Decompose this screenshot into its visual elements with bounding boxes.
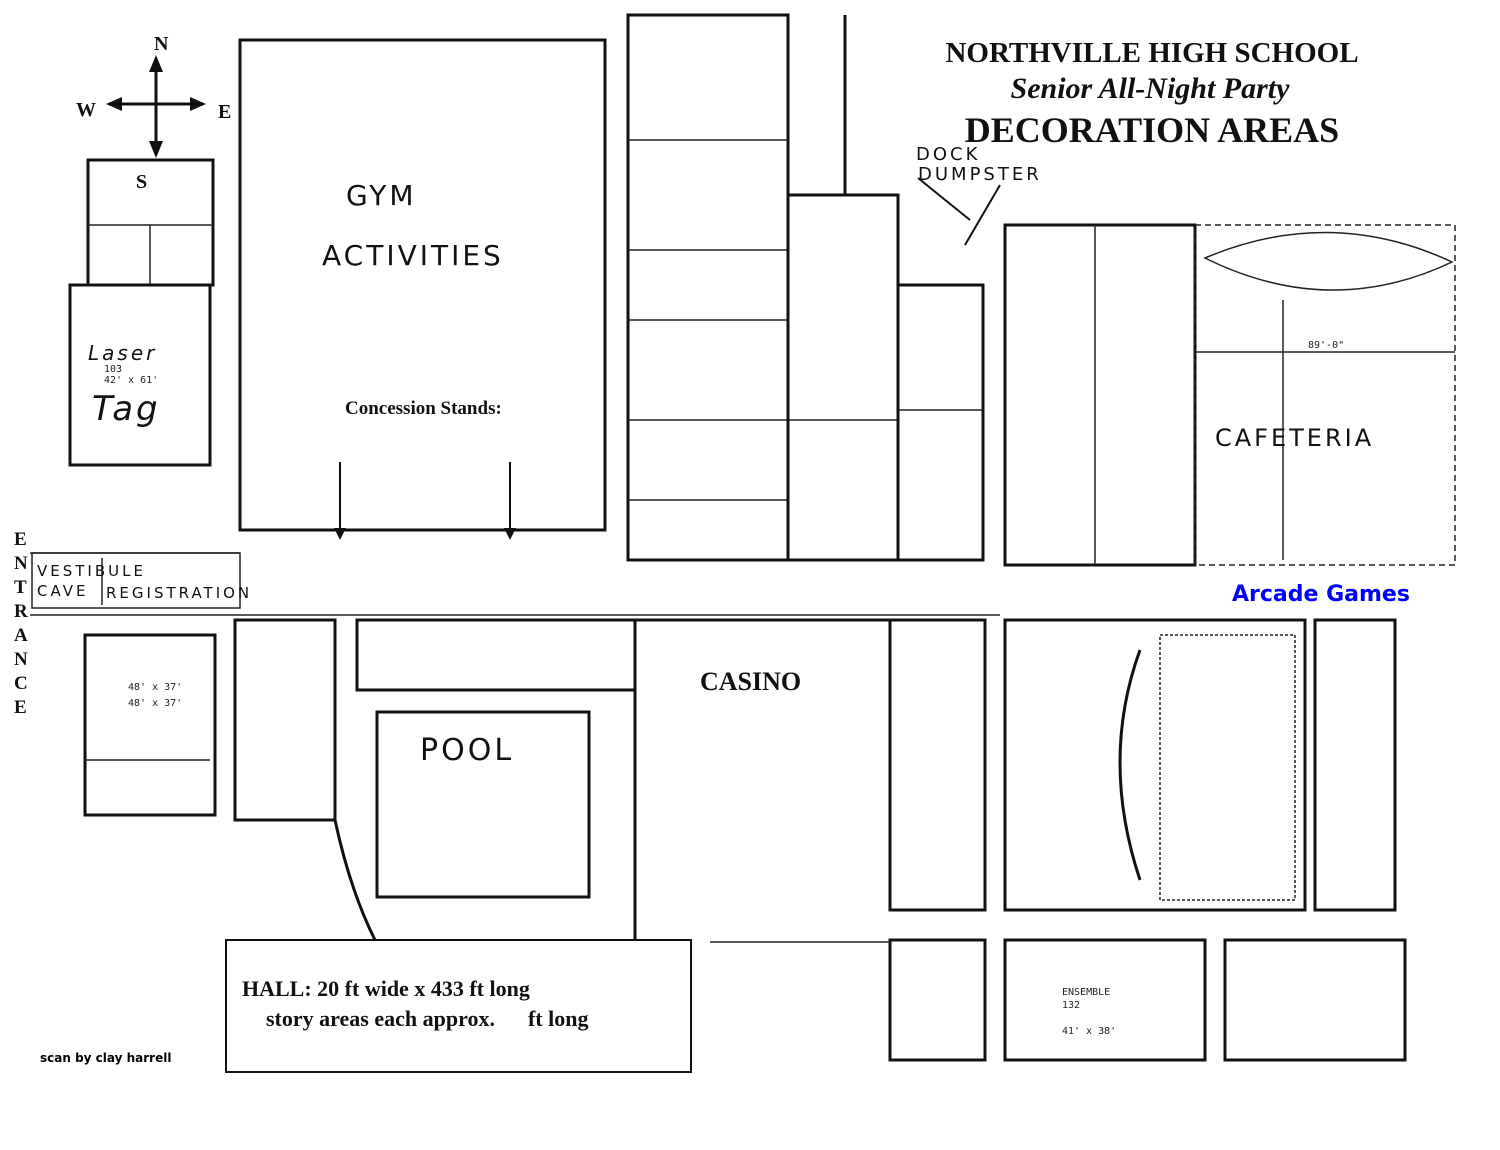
svg-text:N: N (14, 649, 28, 670)
dock-label: DOCK (916, 144, 980, 165)
arcade-games-label: Arcade Games (1232, 582, 1410, 607)
svg-text:T: T (14, 577, 27, 598)
svg-text:R: R (14, 601, 28, 622)
building-walls (30, 13, 1456, 1062)
vestibule-label: VESTIBULE (37, 562, 146, 580)
svg-text:E: E (14, 529, 27, 550)
laser-dims: 42' x 61' (104, 375, 158, 386)
ensemble-label: ENSEMBLE (1062, 987, 1110, 998)
svg-text:A: A (14, 625, 28, 646)
gym-label: GYM (346, 179, 417, 212)
compass-w: W (76, 99, 96, 121)
title-event: Senior All-Night Party (1011, 72, 1291, 105)
hall-info-box (225, 939, 692, 1073)
hall-dimensions: HALL: 20 ft wide x 433 ft long (242, 976, 530, 1001)
room-dims-2: 48' x 37' (128, 698, 182, 709)
svg-text:C: C (14, 673, 28, 694)
compass-n: N (154, 33, 169, 55)
pool-label: POOL (420, 733, 514, 768)
laser-label: Laser (88, 341, 157, 365)
dumpster-label: DUMPSTER (918, 164, 1042, 185)
casino-label: CASINO (700, 667, 801, 696)
activities-label: ACTIVITIES (322, 239, 504, 272)
title-areas: DECORATION AREAS (965, 110, 1339, 150)
story-areas-note: story areas each approx. ft long (266, 1006, 588, 1031)
compass-s: S (136, 171, 147, 193)
room-dims-1: 48' x 37' (128, 682, 182, 693)
title-school: NORTHVILLE HIGH SCHOOL (945, 37, 1358, 69)
compass-e: E (218, 101, 231, 123)
registration-label: REGISTRATION (106, 584, 252, 602)
compass-rose-icon (106, 55, 206, 158)
cafeteria-dimension: 89'-0" (1308, 340, 1344, 351)
scan-credit: scan by clay harrell (40, 1051, 171, 1065)
ensemble-dims: 41' x 38' (1062, 1026, 1116, 1037)
ensemble-room-number: 132 (1062, 1000, 1080, 1011)
svg-text:N: N (14, 553, 28, 574)
cafeteria-label: CAFETERIA (1215, 424, 1374, 452)
cave-label: CAVE (37, 582, 89, 600)
concession-label: Concession Stands: (345, 398, 502, 419)
svg-text:E: E (14, 697, 27, 718)
entrance-label: E N T R A N C E (14, 529, 28, 718)
room-103: 103 (104, 364, 122, 375)
tag-label: Tag (92, 389, 161, 429)
